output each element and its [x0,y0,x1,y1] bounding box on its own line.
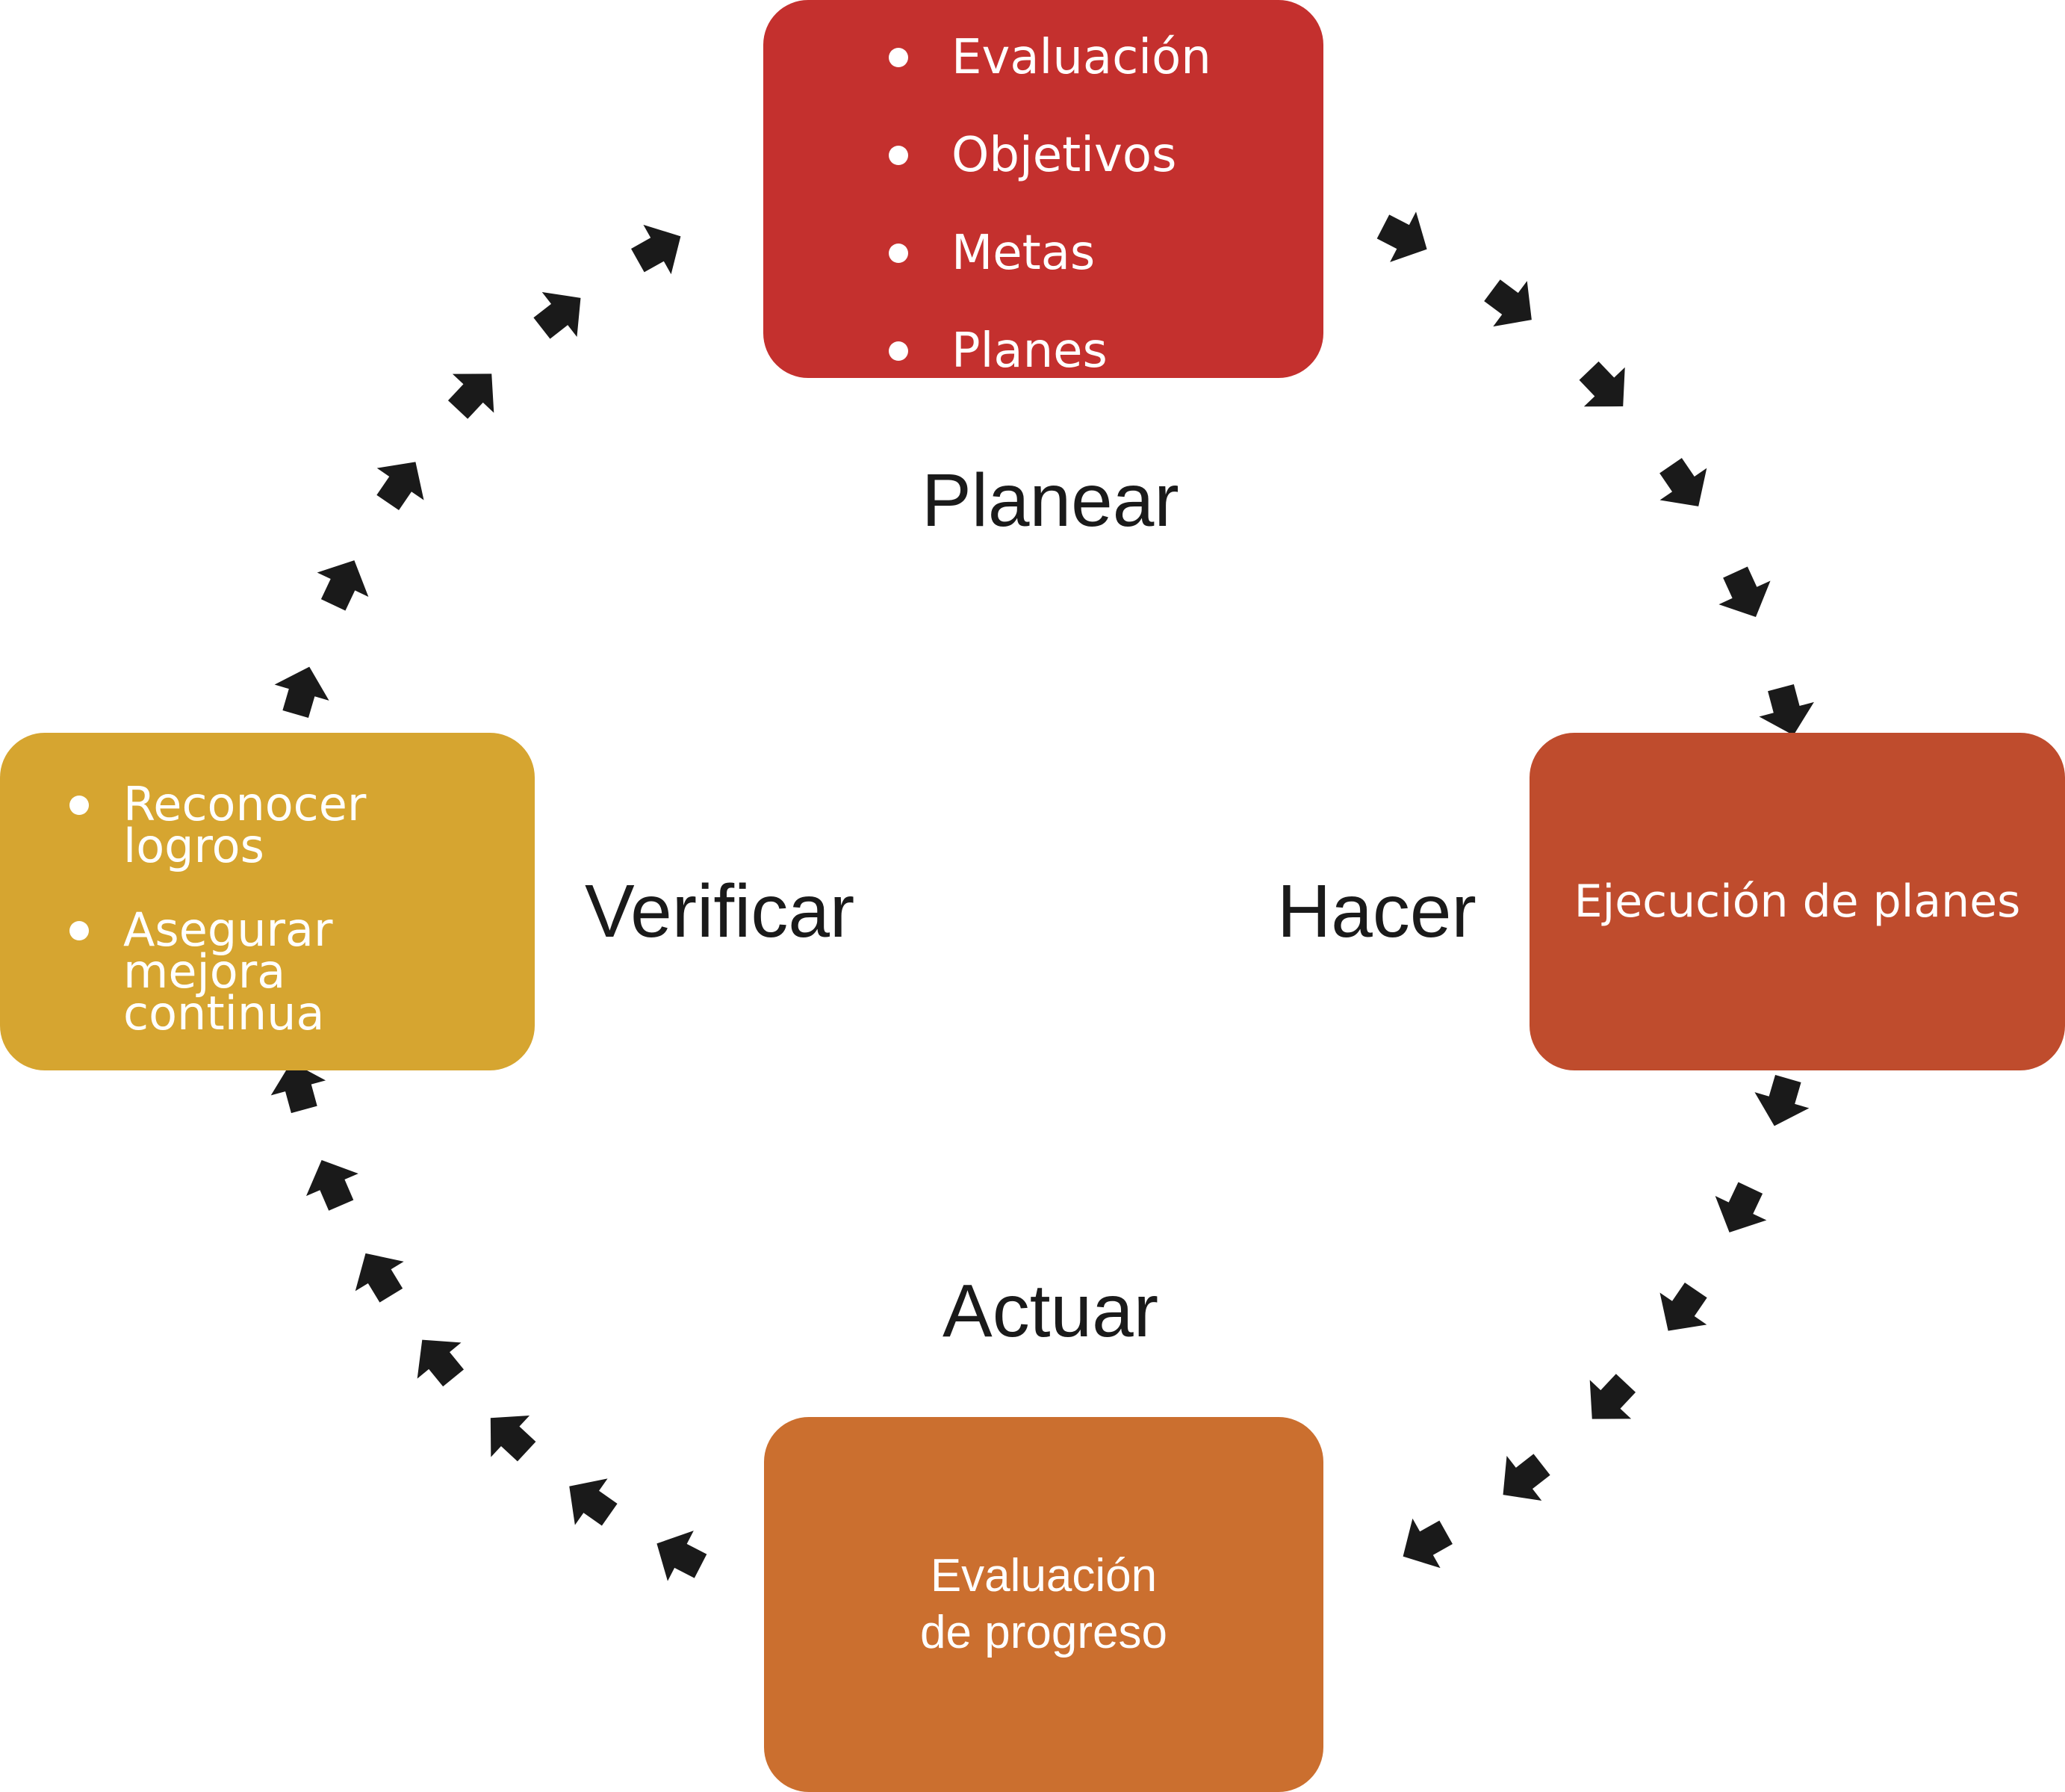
hacer-label: Hacer [1277,869,1476,953]
dashed-cycle-arrow-icon [400,1321,476,1396]
dashed-cycle-arrow-icon [624,211,695,285]
planear-item: Metas [889,205,1211,303]
actuar-box: Evaluación de progreso [764,1417,1323,1792]
verificar-label: Verificar [585,869,855,953]
planear-label: Planear [922,459,1179,542]
verificar-list: Reconocer logros Asegurar mejora continu… [69,781,452,1076]
dashed-cycle-arrow-icon [1747,1070,1816,1135]
dashed-cycle-arrow-icon [643,1518,714,1592]
dashed-cycle-arrow-icon [1485,1442,1559,1518]
dashed-cycle-arrow-icon [1568,351,1644,427]
planear-item: Planes [889,303,1211,400]
dashed-cycle-arrow-icon [1475,267,1549,343]
hacer-box-text: Ejecución de planes [1574,875,2021,928]
dashed-cycle-arrow-icon [1645,1274,1720,1348]
dashed-cycle-arrow-icon [471,1397,547,1473]
planear-box: Evaluación Objetivos Metas Planes [763,0,1323,379]
dashed-cycle-arrow-icon [1709,560,1782,629]
dashed-cycle-arrow-icon [364,445,439,519]
dashed-cycle-arrow-icon [268,658,337,722]
verificar-item: Asegurar mejora continua [69,907,452,1037]
planear-item: Evaluación [889,9,1211,107]
dashed-cycle-arrow-icon [553,1463,627,1538]
actuar-box-text: Evaluación de progreso [920,1548,1167,1661]
planear-list: Evaluación Objetivos Metas Planes [889,9,1211,400]
actuar-label: Actuar [943,1269,1159,1353]
dashed-cycle-arrow-icon [1389,1507,1460,1581]
dashed-cycle-arrow-icon [524,275,598,351]
dashed-cycle-arrow-icon [1571,1363,1647,1439]
dashed-cycle-arrow-icon [1370,201,1441,275]
dashed-cycle-arrow-icon [1647,449,1722,523]
dashed-cycle-arrow-icon [295,1149,367,1217]
planear-item: Objetivos [889,107,1211,205]
dashed-cycle-arrow-icon [341,1238,416,1310]
dashed-cycle-arrow-icon [1704,1175,1777,1245]
verificar-box: Reconocer logros Asegurar mejora continu… [0,733,535,1070]
actuar-box-line1: Evaluación [930,1550,1158,1602]
hacer-box: Ejecución de planes [1530,733,2065,1070]
dashed-cycle-arrow-icon [307,548,380,618]
dashed-cycle-arrow-icon [437,354,512,430]
actuar-box-line2: de progreso [920,1607,1167,1658]
verificar-item: Reconocer logros [69,781,452,869]
